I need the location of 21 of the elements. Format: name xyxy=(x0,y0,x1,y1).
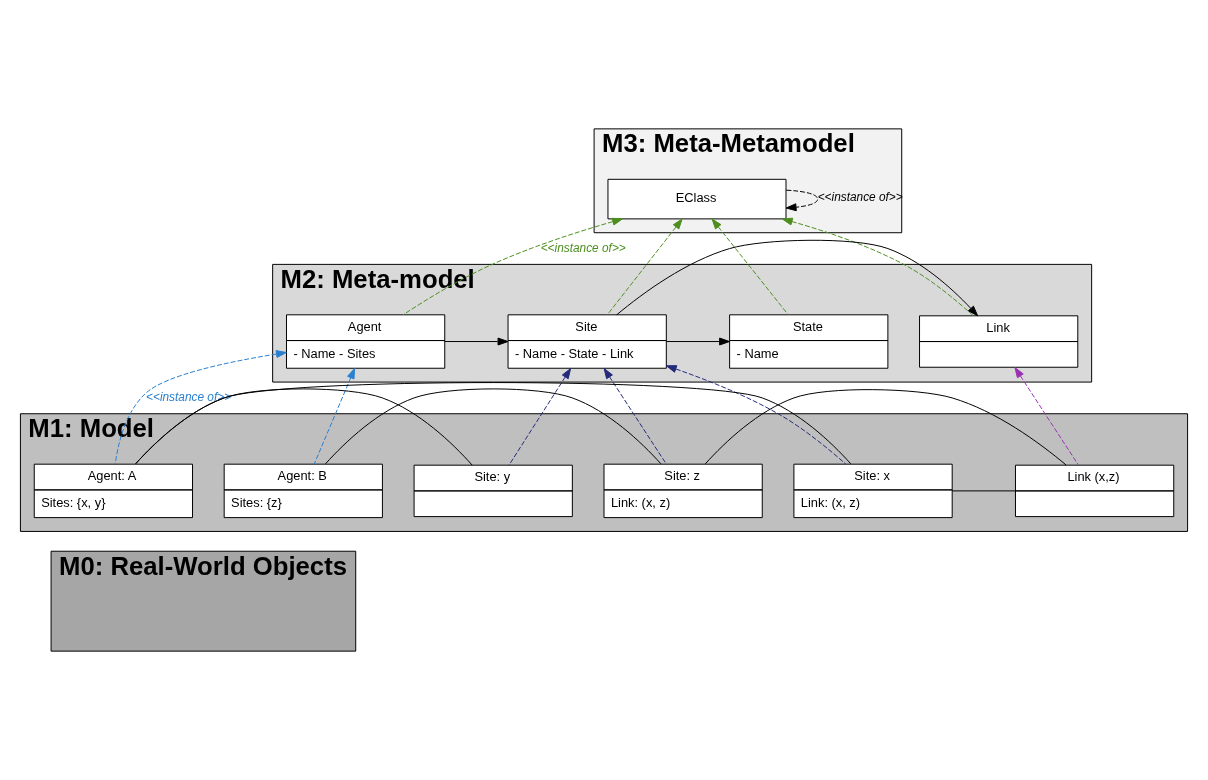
arrow xyxy=(444,337,509,346)
arrow xyxy=(665,365,847,465)
arrow xyxy=(616,239,979,317)
arrow xyxy=(114,350,287,465)
connector xyxy=(135,382,852,465)
arrow xyxy=(402,217,623,316)
arrow xyxy=(603,368,667,465)
arrow xyxy=(508,368,572,466)
arrow xyxy=(1014,367,1079,466)
connector xyxy=(325,388,662,465)
edge-label: <<instance of>> xyxy=(540,241,626,256)
connector xyxy=(704,389,1067,466)
node-box: M0: Real-World Objects xyxy=(50,550,357,652)
arrow xyxy=(781,217,974,317)
arrow xyxy=(711,218,789,316)
arrow xyxy=(665,337,730,346)
arrow xyxy=(785,189,819,212)
arrow xyxy=(606,218,683,316)
arrow xyxy=(313,368,356,465)
connector xyxy=(135,388,473,466)
connector xyxy=(951,490,1016,492)
